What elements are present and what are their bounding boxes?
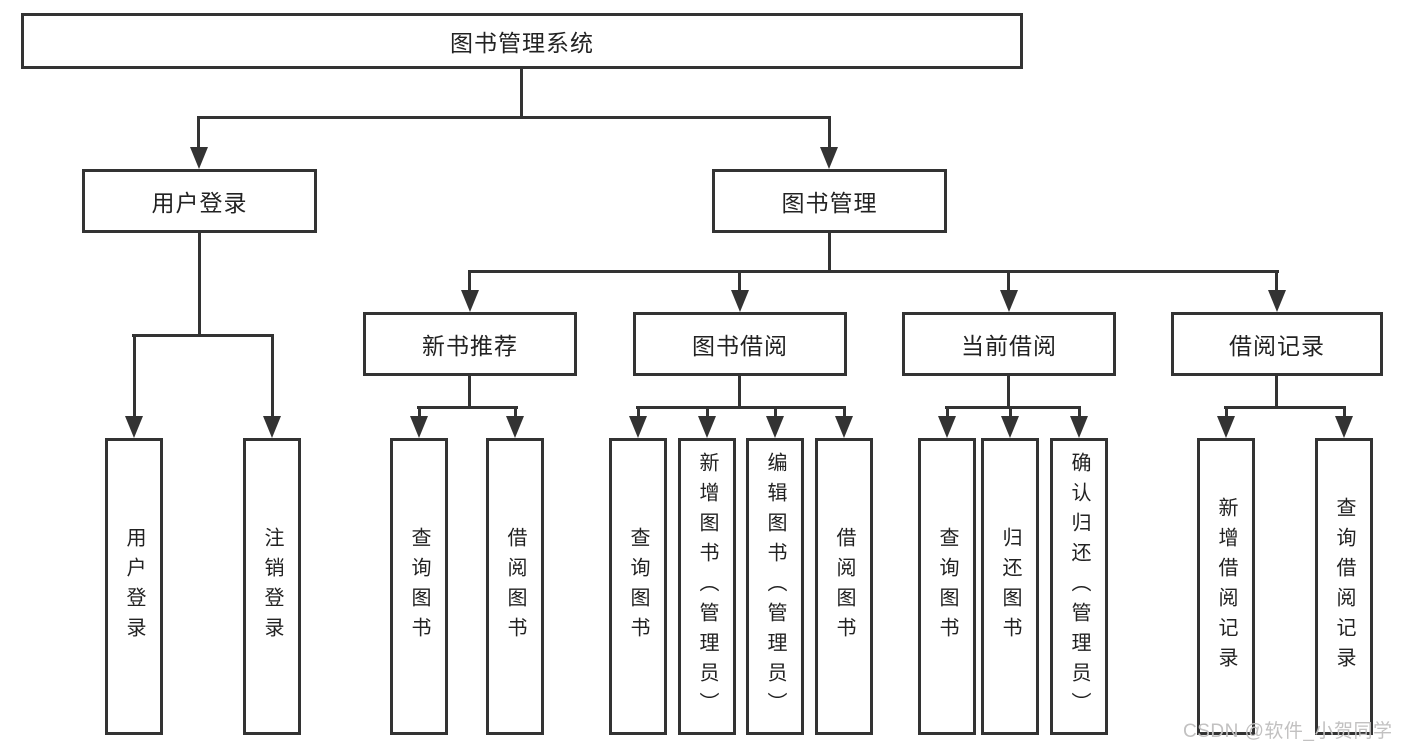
leaf-logout-label: 注销登录 (261, 526, 283, 647)
connector-new-book-hline (417, 406, 518, 409)
connector-current-borrow-stub (1007, 376, 1010, 409)
leaf-nb-query-books: 查询图书 (390, 438, 448, 735)
arrow-down-icon (1335, 416, 1353, 438)
arrow-down-icon (766, 416, 784, 438)
leaf-logout: 注销登录 (243, 438, 301, 735)
node-root: 图书管理系统 (21, 13, 1023, 69)
node-root-label: 图书管理系统 (450, 30, 594, 56)
connector-user-login-stub (198, 233, 201, 337)
connector-borrow-record-hline (1224, 406, 1346, 409)
node-new-book-rec-label: 新书推荐 (422, 333, 518, 359)
leaf-bb-edit-books-label: 编辑图书（管理员） (764, 451, 786, 722)
connector-drop-leaf (271, 334, 274, 416)
connector-drop-leaf (706, 406, 709, 416)
arrow-down-icon (938, 416, 956, 438)
connector-drop-leaf (946, 406, 949, 416)
leaf-bb-add-books: 新增图书（管理员） (678, 438, 736, 735)
arrow-down-icon (698, 416, 716, 438)
leaf-cb-confirm-return-label: 确认归还（管理员） (1068, 451, 1090, 722)
leaf-bb-query-books-label: 查询图书 (627, 526, 649, 647)
arrow-down-icon (263, 416, 281, 438)
arrow-down-icon (1217, 416, 1235, 438)
arrow-down-icon (1268, 290, 1286, 312)
node-book-borrow-label: 图书借阅 (692, 333, 788, 359)
leaf-bb-edit-books: 编辑图书（管理员） (746, 438, 804, 735)
arrow-down-icon (461, 290, 479, 312)
leaf-user-login: 用户登录 (105, 438, 163, 735)
connector-book-borrow-hline (636, 406, 845, 409)
connector-drop-leaf (774, 406, 777, 416)
node-book-mgmt-label: 图书管理 (781, 190, 878, 216)
leaf-user-login-label: 用户登录 (123, 526, 145, 647)
node-current-borrow-label: 当前借阅 (961, 333, 1057, 359)
node-book-borrow: 图书借阅 (633, 312, 847, 376)
connector-current-borrow-hline (945, 406, 1080, 409)
connector-drop-level3 (738, 270, 741, 290)
leaf-cb-return-books-label: 归还图书 (999, 526, 1021, 647)
leaf-bb-borrow-books: 借阅图书 (815, 438, 873, 735)
connector-drop-user-login (197, 116, 200, 147)
node-book-mgmt: 图书管理 (712, 169, 947, 233)
connector-drop-leaf (1009, 406, 1012, 416)
arrow-down-icon (835, 416, 853, 438)
arrow-down-icon (1000, 290, 1018, 312)
connector-drop-leaf (1343, 406, 1346, 416)
arrow-down-icon (125, 416, 143, 438)
leaf-nb-borrow-books: 借阅图书 (486, 438, 544, 735)
leaf-bb-query-books: 查询图书 (609, 438, 667, 735)
arrow-down-icon (506, 416, 524, 438)
connector-drop-level3 (468, 270, 471, 290)
arrow-down-icon (820, 147, 838, 169)
connector-drop-leaf (418, 406, 421, 416)
connector-new-book-stub (468, 376, 471, 409)
node-user-login-label: 用户登录 (151, 190, 248, 216)
arrow-down-icon (1001, 416, 1019, 438)
connector-drop-level3 (1007, 270, 1010, 290)
leaf-br-add-record-label: 新增借阅记录 (1215, 496, 1237, 677)
connector-borrow-record-stub (1275, 376, 1278, 409)
leaf-bb-add-books-label: 新增图书（管理员） (696, 451, 718, 722)
leaf-cb-confirm-return: 确认归还（管理员） (1050, 438, 1108, 735)
leaf-cb-query-books: 查询图书 (918, 438, 976, 735)
node-user-login: 用户登录 (82, 169, 317, 233)
arrow-down-icon (731, 290, 749, 312)
connector-book-mgmt-stub (828, 233, 831, 273)
watermark: CSDN @软件_小贺同学 (1183, 721, 1393, 742)
arrow-down-icon (1070, 416, 1088, 438)
connector-drop-leaf (637, 406, 640, 416)
arrow-down-icon (190, 147, 208, 169)
connector-level3-hline (468, 270, 1279, 273)
connector-book-borrow-stub (738, 376, 741, 409)
connector-drop-level3 (1275, 270, 1278, 290)
node-borrow-record-label: 借阅记录 (1229, 333, 1325, 359)
leaf-nb-borrow-books-label: 借阅图书 (504, 526, 526, 647)
leaf-cb-return-books: 归还图书 (981, 438, 1039, 735)
connector-level2-hline (197, 116, 831, 119)
connector-drop-leaf (1078, 406, 1081, 416)
connector-drop-leaf (843, 406, 846, 416)
node-current-borrow: 当前借阅 (902, 312, 1116, 376)
connector-user-login-hline (132, 334, 273, 337)
connector-drop-book-mgmt (828, 116, 831, 147)
connector-root-stub (520, 69, 523, 119)
connector-drop-leaf (514, 406, 517, 416)
node-borrow-record: 借阅记录 (1171, 312, 1383, 376)
connector-drop-leaf (1225, 406, 1228, 416)
leaf-bb-borrow-books-label: 借阅图书 (833, 526, 855, 647)
node-new-book-rec: 新书推荐 (363, 312, 577, 376)
leaf-br-query-record-label: 查询借阅记录 (1333, 496, 1355, 677)
leaf-cb-query-books-label: 查询图书 (936, 526, 958, 647)
leaf-br-query-record: 查询借阅记录 (1315, 438, 1373, 735)
arrow-down-icon (629, 416, 647, 438)
leaf-br-add-record: 新增借阅记录 (1197, 438, 1255, 735)
connector-drop-leaf (133, 334, 136, 416)
leaf-nb-query-books-label: 查询图书 (408, 526, 430, 647)
arrow-down-icon (410, 416, 428, 438)
